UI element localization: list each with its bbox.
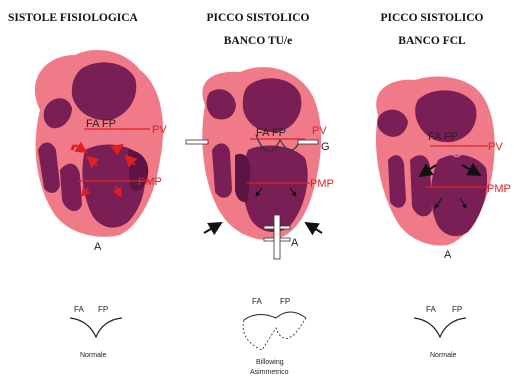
panel3-label-pmp: PMP <box>487 183 511 195</box>
heart-3 <box>376 76 495 245</box>
panel3-leaflet-icon <box>414 318 466 337</box>
panel3-label-pv: PV <box>488 141 503 153</box>
panel3-icon-fa: FA <box>426 305 436 314</box>
panel1-icon-fa: FA <box>74 305 84 314</box>
panel2-icon-fa: FA <box>252 297 262 306</box>
heart-1 <box>35 50 163 237</box>
panel1-label-pmp: PMP <box>138 176 162 188</box>
panel2-label-g: G <box>321 141 330 153</box>
panel2-label-pv: PV <box>312 125 327 137</box>
panel2-caption-line2: Asimmetrico <box>250 369 289 376</box>
panel2-caption-line1: Billowing <box>256 359 284 366</box>
panel3-label-a: A <box>444 249 452 261</box>
panel1-icon-fp: FP <box>98 305 108 314</box>
panel1-leaflet-icon <box>70 318 122 337</box>
panel2-label-pmp: PMP <box>310 178 334 190</box>
panel2-icon-fp: FP <box>280 297 290 306</box>
panel2-label-a: A <box>291 237 299 249</box>
panel1-label-fa-fp: FA FP <box>86 118 116 130</box>
panel2-label-fa-fp: FA FP <box>256 127 286 139</box>
heart-2 <box>186 67 322 259</box>
panel3-label-fa-fp: FA FP <box>428 131 458 143</box>
panel1-caption: Normale <box>80 352 107 359</box>
panel1-label-pv: PV <box>152 124 167 136</box>
panel1-label-a: A <box>94 241 102 253</box>
panel3-icon-fp: FP <box>452 305 462 314</box>
panel2-leaflet-icon <box>243 312 306 350</box>
panel3-caption: Normale <box>430 352 457 359</box>
